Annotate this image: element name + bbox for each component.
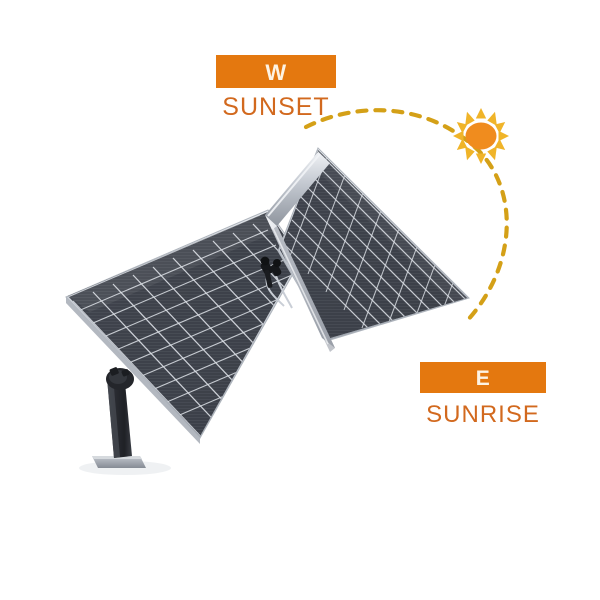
torque-tube-rail (265, 152, 335, 352)
sunrise-caption: SUNRISE (426, 401, 540, 428)
east-badge: E (420, 362, 546, 393)
cable-connector (260, 256, 293, 309)
direction-label-east: E SUNRISE (420, 362, 546, 427)
solar-panel-right (277, 147, 470, 341)
mounting-pole (79, 367, 171, 475)
sun-path-arc (303, 108, 509, 325)
sunset-caption: SUNSET (222, 93, 330, 121)
bearing-head (106, 367, 134, 390)
direction-label-west: W SUNSET (216, 55, 336, 120)
west-badge: W (216, 55, 336, 88)
sun-icon (453, 108, 509, 164)
base-plate (92, 456, 146, 468)
